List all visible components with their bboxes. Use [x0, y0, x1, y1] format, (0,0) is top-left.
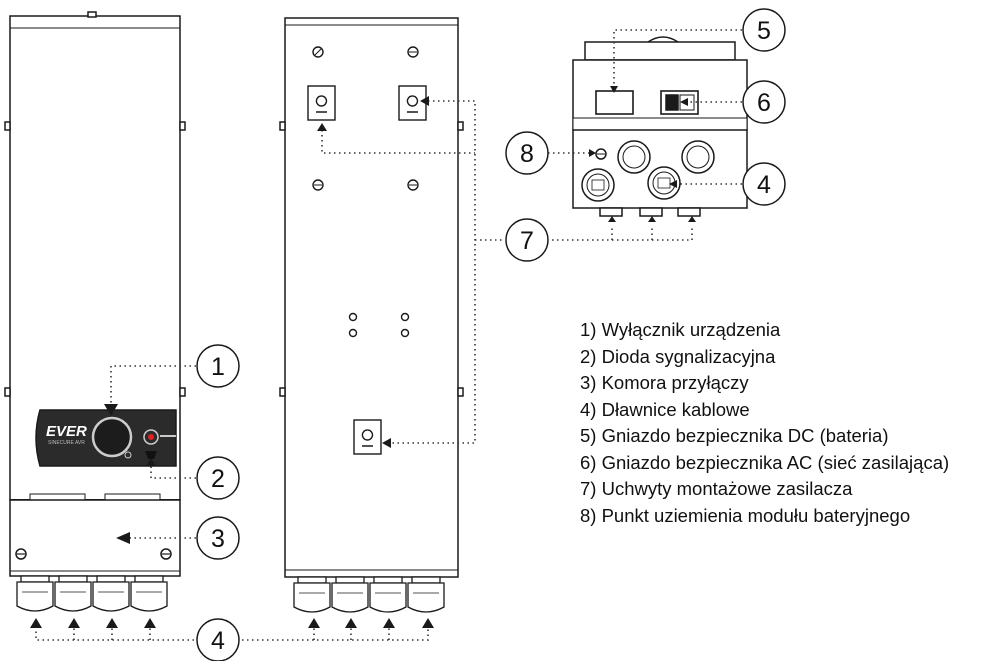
- callout-1: [196, 344, 240, 388]
- callout-circles: [196, 8, 786, 661]
- dc-fuse-socket: [595, 90, 634, 115]
- power-switch[interactable]: [91, 416, 133, 458]
- callout-5: [742, 8, 786, 52]
- callout-4-module: [742, 162, 786, 206]
- callout-3: [196, 516, 240, 560]
- mounting-holes: [307, 85, 427, 455]
- arrowheads: [30, 86, 696, 628]
- legend-item-label: 6) Gniazdo bezpiecznika AC (sieć zasilaj…: [580, 451, 950, 473]
- callout-labels: 1 2 3 4 7 5 6 8 4: [211, 17, 771, 655]
- chamber-screws: [15, 548, 172, 560]
- legend-item: 1) Wyłącznik urządzenia: [580, 317, 949, 344]
- legend-item-label: 2) Dioda sygnalizacyjna: [580, 345, 776, 367]
- callout-8-label: 8: [520, 140, 534, 168]
- legend-item: 7) Uchwyty montażowe zasilacza: [580, 476, 949, 503]
- callout-4-label: 4: [211, 627, 225, 655]
- legend-item-label: 4) Dławnice kablowe: [580, 398, 750, 420]
- brand-logo: EVER: [46, 423, 87, 440]
- rear-screws: [312, 46, 419, 338]
- battery-module: [572, 36, 748, 217]
- callout-7: [505, 218, 549, 262]
- front-unit: [4, 11, 186, 577]
- legend-item-label: 8) Punkt uziemienia modułu bateryjnego: [580, 504, 911, 526]
- callout-8: [505, 131, 549, 175]
- rear-cable-glands: [293, 576, 445, 613]
- callout-3-label: 3: [211, 525, 225, 553]
- callout-4: [196, 618, 240, 661]
- control-panel: EVER SINECURE AVR: [35, 409, 177, 467]
- legend-item-label: 3) Komora przyłączy: [580, 372, 749, 393]
- callout-5-label: 5: [757, 17, 771, 45]
- front-cable-glands: [16, 575, 168, 612]
- legend-item: 2) Dioda sygnalizacyjna: [580, 344, 949, 371]
- callout-2-label: 2: [211, 465, 225, 493]
- brand-logo-sub: SINECURE AVR: [48, 440, 85, 446]
- callout-1-label: 1: [211, 353, 225, 381]
- callout-4-module-label: 4: [757, 171, 771, 199]
- legend-item: 8) Punkt uziemienia modułu bateryjnego: [580, 503, 949, 530]
- legend-item: 6) Gniazdo bezpiecznika AC (sieć zasilaj…: [580, 450, 949, 477]
- legend-item-label: 1) Wyłącznik urządzenia: [580, 319, 781, 340]
- callout-7-label: 7: [520, 227, 534, 255]
- callout-6-label: 6: [757, 89, 771, 117]
- legend-item: 5) Gniazdo bezpiecznika DC (bateria): [580, 423, 949, 450]
- legend-item: 4) Dławnice kablowe: [580, 397, 949, 424]
- callout-6: [742, 80, 786, 124]
- leader-lines: [35, 29, 742, 641]
- legend-item-label: 5) Gniazdo bezpiecznika DC (bateria): [580, 425, 889, 446]
- legend-item-label: 7) Uchwyty montażowe zasilacza: [580, 478, 853, 499]
- legend: 1) Wyłącznik urządzenia 2) Dioda sygnali…: [580, 317, 949, 529]
- callout-2: [196, 456, 240, 500]
- terminal-chamber: [9, 499, 181, 577]
- legend-item: 3) Komora przyłączy: [580, 370, 949, 397]
